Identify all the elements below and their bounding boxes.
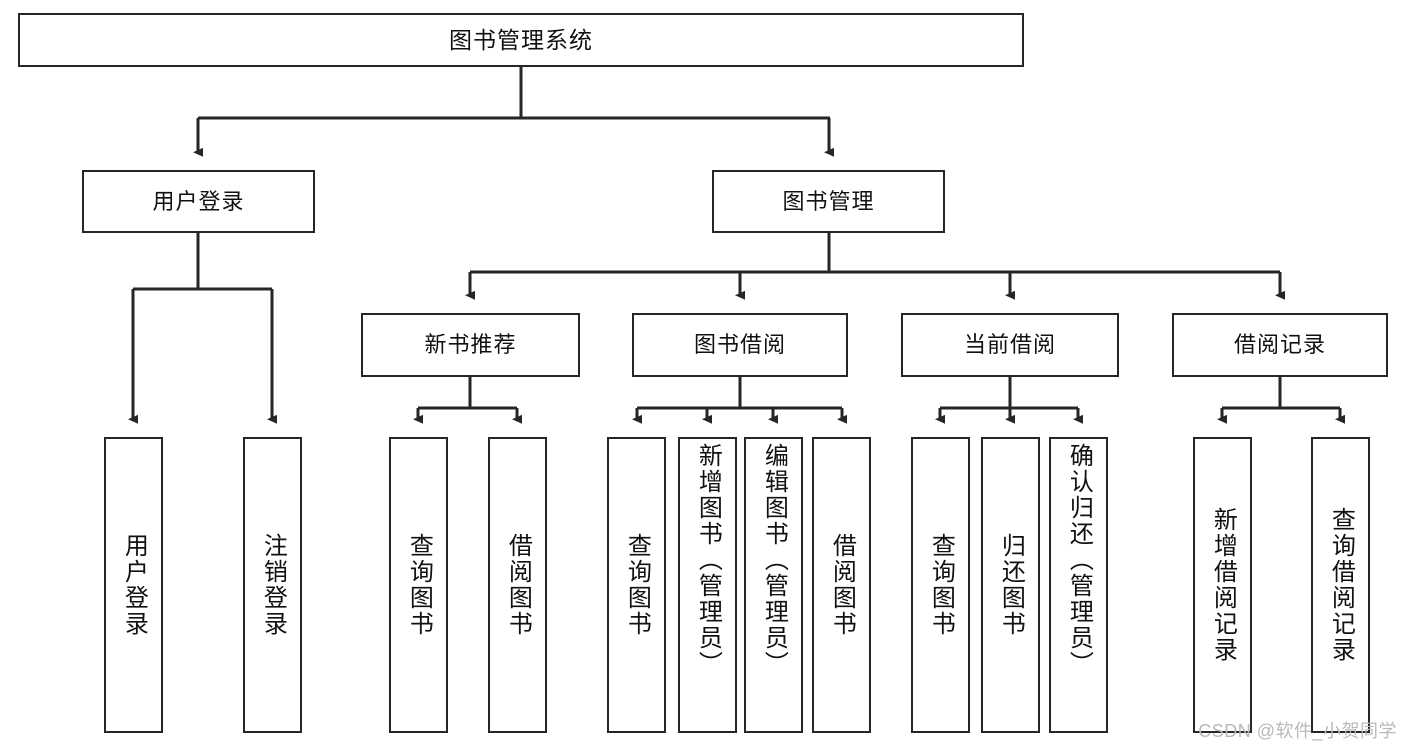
leaf-label: 确认归还（管理员） [1065,443,1093,677]
node-label: 新书推荐 [424,332,517,358]
node-label: 用户登录 [152,188,245,214]
leaf-confirm-return-admin[interactable]: 确认归还（管理员） [1049,437,1108,733]
leaf-label: 借阅图书 [504,533,532,637]
leaf-edit-book-admin[interactable]: 编辑图书（管理员） [744,437,803,733]
leaf-query-book-current[interactable]: 查询图书 [911,437,970,733]
node-current-borrow[interactable]: 当前借阅 [901,313,1119,377]
leaf-label: 查询图书 [927,533,955,637]
node-label: 借阅记录 [1233,332,1326,358]
leaf-query-borrow-record[interactable]: 查询借阅记录 [1311,437,1370,733]
node-user-login[interactable]: 用户登录 [82,170,315,233]
leaf-query-book-borrow[interactable]: 查询图书 [607,437,666,733]
node-book-borrow[interactable]: 图书借阅 [632,313,848,377]
leaf-label: 编辑图书（管理员） [760,443,788,677]
leaf-borrow-book-recommend[interactable]: 借阅图书 [488,437,547,733]
node-borrow-record[interactable]: 借阅记录 [1172,313,1388,377]
leaf-query-book-recommend[interactable]: 查询图书 [389,437,448,733]
leaf-label: 查询图书 [623,533,651,637]
leaf-label: 查询借阅记录 [1327,507,1355,663]
leaf-user-login[interactable]: 用户登录 [104,437,163,733]
leaf-add-borrow-record[interactable]: 新增借阅记录 [1193,437,1252,733]
leaf-return-book[interactable]: 归还图书 [981,437,1040,733]
leaf-add-book-admin[interactable]: 新增图书（管理员） [678,437,737,733]
csdn-watermark: CSDN @软件_小贺同学 [1198,721,1397,741]
leaf-borrow-book[interactable]: 借阅图书 [812,437,871,733]
node-root-system[interactable]: 图书管理系统 [18,13,1024,67]
node-new-book-recommend[interactable]: 新书推荐 [361,313,580,377]
leaf-label: 借阅图书 [828,533,856,637]
leaf-logout[interactable]: 注销登录 [243,437,302,733]
node-label: 当前借阅 [963,332,1056,358]
node-label: 图书管理 [782,188,875,214]
leaf-label: 用户登录 [120,533,148,637]
node-label: 图书借阅 [693,332,786,358]
leaf-label: 新增借阅记录 [1209,507,1237,663]
node-book-management[interactable]: 图书管理 [712,170,945,233]
leaf-label: 注销登录 [259,533,287,637]
leaf-label: 归还图书 [997,533,1025,637]
node-label: 图书管理系统 [449,26,593,53]
leaf-label: 新增图书（管理员） [694,443,722,677]
leaf-label: 查询图书 [405,533,433,637]
